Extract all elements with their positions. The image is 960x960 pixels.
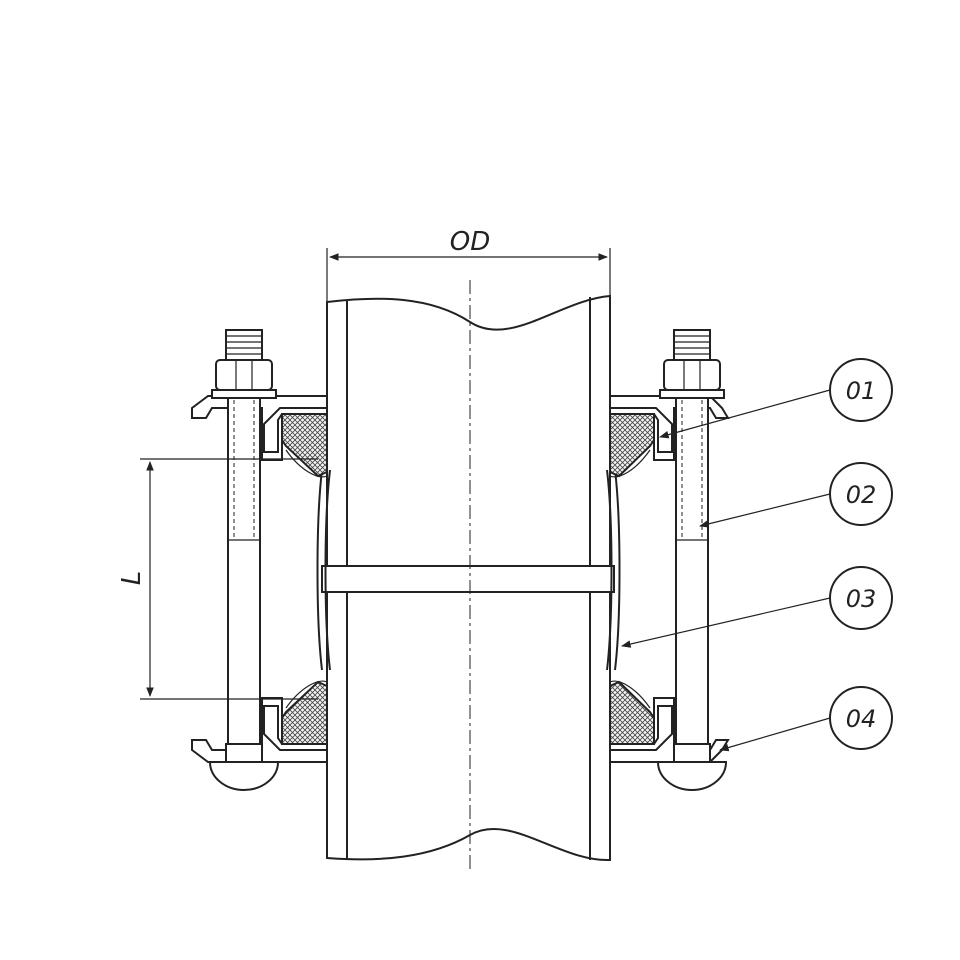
lower-right-gasket bbox=[609, 680, 655, 745]
callout-02: 02 bbox=[699, 462, 893, 528]
od-dimension: OD bbox=[326, 227, 611, 302]
callout-02-label: 02 bbox=[846, 481, 877, 509]
upper-left-gasket bbox=[281, 413, 328, 478]
length-label: L bbox=[117, 571, 147, 586]
callout-01-label: 01 bbox=[846, 377, 877, 405]
right-bolt bbox=[656, 329, 728, 792]
callout-03: 03 bbox=[621, 566, 893, 648]
left-bolt bbox=[208, 329, 280, 792]
length-dimension: L bbox=[117, 458, 318, 700]
od-label: OD bbox=[450, 227, 491, 257]
callout-04-label: 04 bbox=[846, 705, 877, 733]
left-assembly bbox=[191, 329, 331, 792]
right-assembly bbox=[606, 329, 730, 792]
lower-left-gasket bbox=[281, 680, 328, 745]
upper-right-gasket bbox=[609, 413, 655, 478]
callout-03-label: 03 bbox=[846, 585, 877, 613]
callout-04: 04 bbox=[719, 686, 893, 752]
callout-01: 01 bbox=[659, 358, 893, 439]
pipe bbox=[321, 294, 615, 862]
